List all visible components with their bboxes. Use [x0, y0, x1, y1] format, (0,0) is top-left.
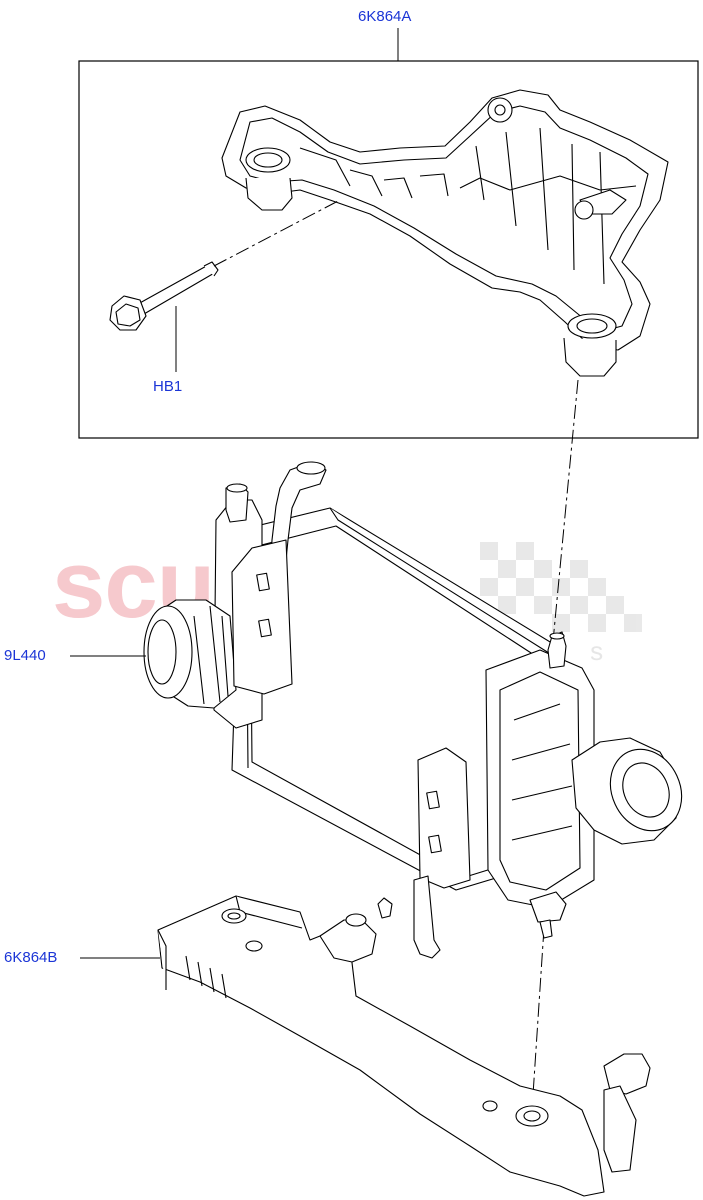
top-mounting-bracket [221, 89, 669, 377]
lower-axis-line [531, 927, 545, 1111]
callout-6k864a: 6K864A [358, 8, 412, 25]
callout-9l440: 9L440 [4, 647, 46, 664]
checker-flag-watermark [480, 542, 642, 632]
bolt-hb1 [109, 261, 219, 331]
bolt-axis-line [213, 199, 341, 267]
mounting-axis-line [551, 379, 579, 653]
callout-6k864b: 6K864B [4, 949, 58, 966]
lower-mounting-bracket [157, 895, 651, 1197]
intercooler [143, 461, 683, 959]
callout-hb1: HB1 [153, 378, 183, 395]
assembly-frame [78, 60, 699, 439]
